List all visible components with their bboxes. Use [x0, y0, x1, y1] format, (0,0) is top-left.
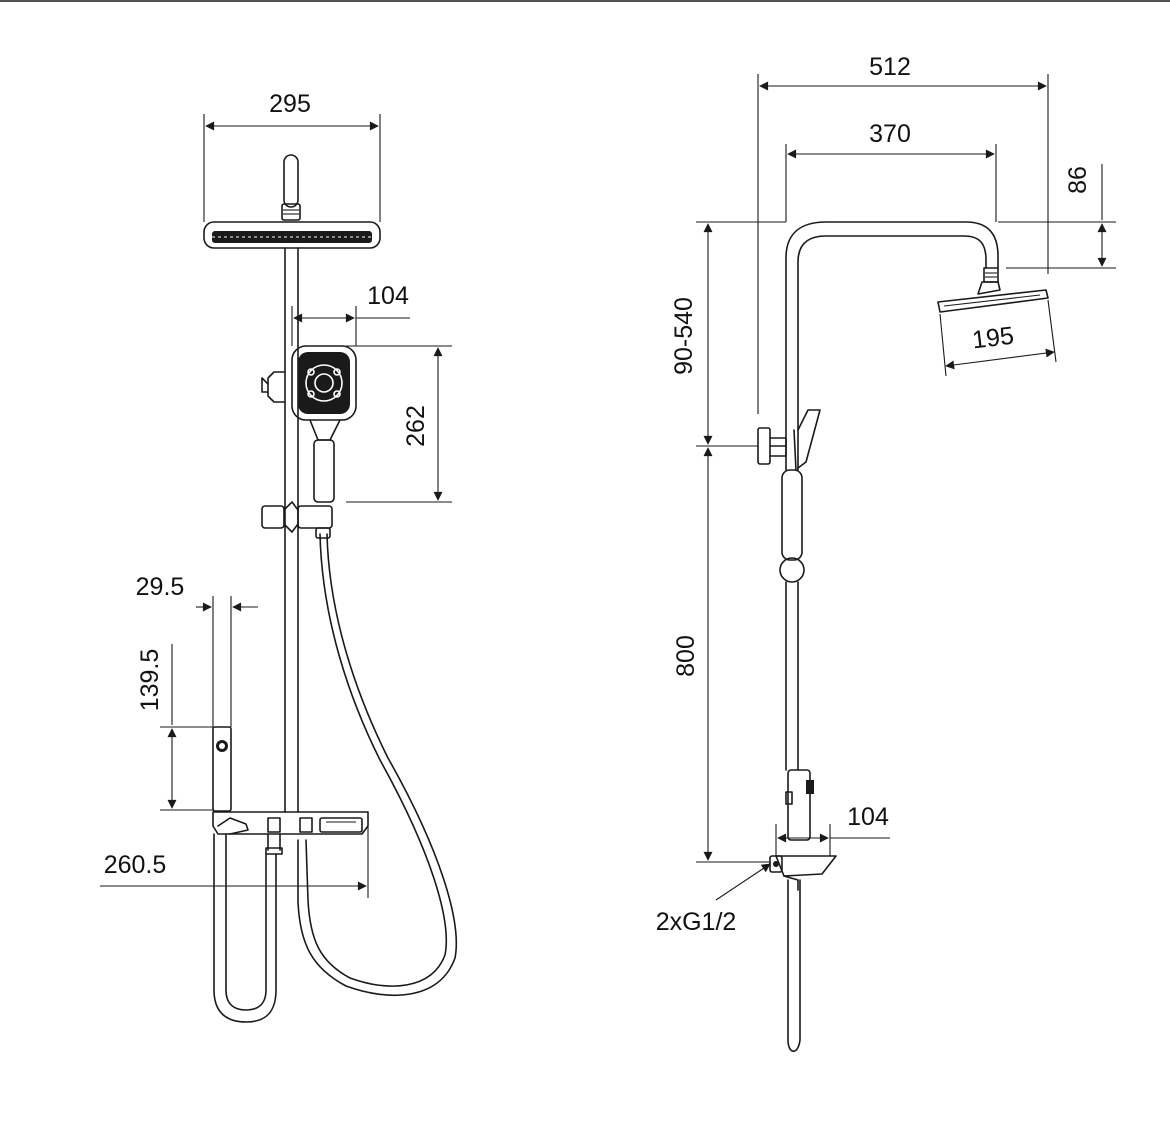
dim-label-handset-height: 262 — [402, 405, 430, 447]
slide-bracket — [261, 501, 333, 533]
dim-valve-depth — [775, 824, 890, 856]
dim-label-spout-height: 139.5 — [136, 649, 164, 712]
connection-leader — [715, 863, 771, 901]
hand-shower — [291, 345, 357, 503]
side-holder — [757, 409, 821, 471]
dim-label-spout-width: 29.5 — [136, 573, 185, 601]
shelf-valve — [212, 811, 369, 835]
dim-spout-width — [196, 596, 258, 727]
dim-label-valve-depth: 104 — [847, 803, 889, 831]
dim-handset-height — [346, 345, 452, 503]
dim-label-head-depth: 195 — [971, 322, 1016, 355]
valve-body-side — [769, 769, 837, 891]
overhead-shower-head — [203, 154, 381, 249]
dim-label-handset-offset: 104 — [367, 282, 409, 310]
shower-hose — [297, 527, 458, 996]
dim-head-depth — [939, 299, 1057, 377]
side-hose — [787, 879, 801, 1053]
dim-handset-offset — [291, 306, 410, 346]
riser-rail — [284, 247, 299, 813]
dim-label-arm-reach: 370 — [869, 120, 911, 148]
supply-pipes — [213, 833, 283, 1023]
dim-label-height-adjust: 90-540 — [670, 297, 698, 375]
dim-head-drop — [998, 164, 1116, 269]
side-view: 2xG1/2 512 370 86 195 — [656, 53, 1116, 1053]
dim-label-lower-height: 800 — [672, 635, 700, 677]
dim-head-width — [203, 114, 381, 222]
dim-arm-reach — [785, 144, 997, 222]
dim-arm-overall — [757, 74, 1049, 414]
dim-shelf-width — [100, 826, 369, 898]
connection-label: 2xG1/2 — [656, 908, 737, 936]
bath-spout — [212, 726, 232, 812]
front-view: 295 104 262 29.5 — [100, 90, 458, 1023]
dim-label-shelf-width: 260.5 — [104, 851, 167, 879]
dim-spout-height — [160, 644, 213, 811]
dim-label-head-width: 295 — [269, 90, 311, 118]
dim-vertical-chain — [696, 221, 786, 863]
lower-rail — [785, 581, 799, 771]
overhead-head-side — [937, 267, 1049, 313]
hand-shower-side — [779, 469, 805, 583]
holder-knob — [261, 371, 286, 403]
shower-arm — [785, 221, 999, 471]
dim-label-arm-overall: 512 — [869, 53, 911, 81]
dim-label-head-drop: 86 — [1064, 166, 1092, 194]
